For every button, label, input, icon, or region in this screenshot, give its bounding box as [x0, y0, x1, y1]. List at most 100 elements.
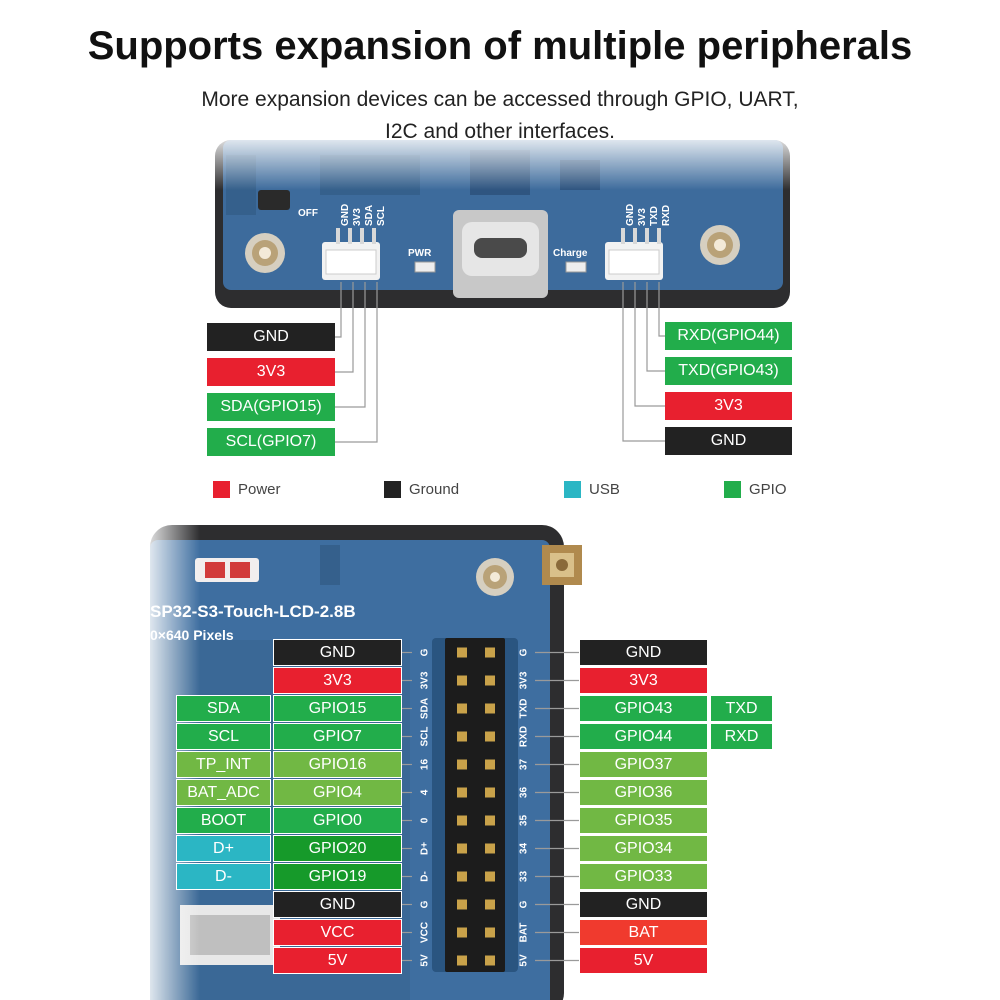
silk-left-label: SDA [420, 698, 431, 719]
func-left-bat-adc: BAT_ADC [176, 779, 271, 806]
pin-right-5v: 5V [579, 947, 708, 974]
legend-usb: USB [564, 481, 620, 498]
func-left-d-minus: D- [176, 863, 271, 890]
silk-left-label: 0 [420, 817, 431, 823]
silk-left-label: SCL [420, 727, 431, 747]
header-pin [457, 647, 467, 658]
legend-usb-swatch [564, 481, 581, 498]
pin-right-gpio36: GPIO36 [579, 779, 708, 806]
header-pin [485, 675, 495, 686]
legend-power-label: Power [238, 481, 281, 498]
pin-left-gpio19: GPIO19 [273, 863, 402, 890]
silk-right-label: 34 [519, 843, 530, 855]
legend-gpio-swatch [724, 481, 741, 498]
header-leader-lines [402, 651, 579, 962]
pin-right-gpio43: GPIO43 [579, 695, 708, 722]
func-right-rxd: RXD [710, 723, 773, 750]
pin-left-gpio0: GPIO0 [273, 807, 402, 834]
silk-right-label: 5V [519, 954, 530, 967]
charge-led [565, 261, 587, 273]
header-pin [457, 731, 467, 742]
silk-right-label: TXD [519, 699, 530, 719]
svg-text:GND: GND [625, 204, 636, 226]
silk-left-label: 5V [420, 954, 431, 967]
func-left-d-plus: D+ [176, 835, 271, 862]
legend-usb-label: USB [589, 481, 620, 498]
i2c-label-scl: SCL(GPIO7) [207, 428, 335, 456]
header-pin [457, 787, 467, 798]
pin-left-gpio20: GPIO20 [273, 835, 402, 862]
pin-left-gpio4: GPIO4 [273, 779, 402, 806]
silk-left-label: G [420, 900, 431, 908]
silk-left-label: G [420, 648, 431, 656]
silk-left-label: VCC [420, 922, 431, 943]
pin-left-vcc: VCC [273, 919, 402, 946]
header-pin [457, 675, 467, 686]
header-pin [457, 955, 467, 966]
header-pin [485, 843, 495, 854]
header-pin [485, 787, 495, 798]
pin-right-gpio35: GPIO35 [579, 807, 708, 834]
svg-text:3V3: 3V3 [352, 208, 363, 226]
legend-ground-label: Ground [409, 481, 460, 498]
silk-right-label: BAT [519, 923, 530, 943]
svg-text:TXD: TXD [649, 206, 660, 226]
pin-left-gpio15: GPIO15 [273, 695, 402, 722]
uart-leader-lines [622, 282, 665, 442]
pin-left-5v: 5V [273, 947, 402, 974]
header-pin [485, 899, 495, 910]
pin-left-gpio7: GPIO7 [273, 723, 402, 750]
pin-left-gpio16: GPIO16 [273, 751, 402, 778]
pin-right-gnd-bottom: GND [579, 891, 708, 918]
svg-text:OFF: OFF [298, 208, 318, 219]
pin-right-bat: BAT [579, 919, 708, 946]
uart-label-gnd: GND [665, 427, 792, 455]
silk-left-label: D+ [420, 842, 431, 855]
pin-right-gpio34: GPIO34 [579, 835, 708, 862]
legend-ground-swatch [384, 481, 401, 498]
legend-power-swatch [213, 481, 230, 498]
page-subtitle: More expansion devices can be accessed t… [150, 84, 850, 148]
legend-ground: Ground [384, 481, 459, 498]
header-pin [457, 759, 467, 770]
i2c-label-3v3: 3V3 [207, 358, 335, 386]
header-pin [485, 759, 495, 770]
header-pin [485, 731, 495, 742]
legend-gpio-label: GPIO [749, 481, 787, 498]
pin-left-3v3: 3V3 [273, 667, 402, 694]
header-pin [457, 871, 467, 882]
pin-right-3v3: 3V3 [579, 667, 708, 694]
top-board-silkscreen: OFF PWR Charge GND 3V3 SDA SCL GND 3V3 T… [298, 204, 672, 259]
svg-text:SCL: SCL [376, 206, 387, 226]
uart-label-3v3: 3V3 [665, 392, 792, 420]
func-left-tp-int: TP_INT [176, 751, 271, 778]
header-pin [485, 871, 495, 882]
func-left-boot: BOOT [176, 807, 271, 834]
uart-label-txd: TXD(GPIO43) [665, 357, 792, 385]
silk-right-label: 3V3 [519, 671, 530, 689]
svg-text:3V3: 3V3 [637, 208, 648, 226]
uart-label-rxd: RXD(GPIO44) [665, 322, 792, 350]
header-pin [457, 843, 467, 854]
silk-right-label: 35 [519, 815, 530, 827]
i2c-label-gnd: GND [207, 323, 335, 351]
legend-gpio: GPIO [724, 481, 787, 498]
header-pin [485, 647, 495, 658]
svg-text:SDA: SDA [364, 205, 375, 226]
silk-right-label: RXD [519, 726, 530, 747]
header-pin [485, 815, 495, 826]
header-pin [457, 703, 467, 714]
pin-header [432, 638, 518, 972]
pin-left-gnd-bottom: GND [273, 891, 402, 918]
silk-left-label: 4 [420, 789, 431, 795]
func-right-txd: TXD [710, 695, 773, 722]
silk-left-label: 3V3 [420, 671, 431, 689]
header-pin [457, 927, 467, 938]
svg-text:Charge: Charge [553, 248, 588, 259]
silk-right-label: 33 [519, 871, 530, 883]
header-pin [485, 927, 495, 938]
func-left-scl: SCL [176, 723, 271, 750]
